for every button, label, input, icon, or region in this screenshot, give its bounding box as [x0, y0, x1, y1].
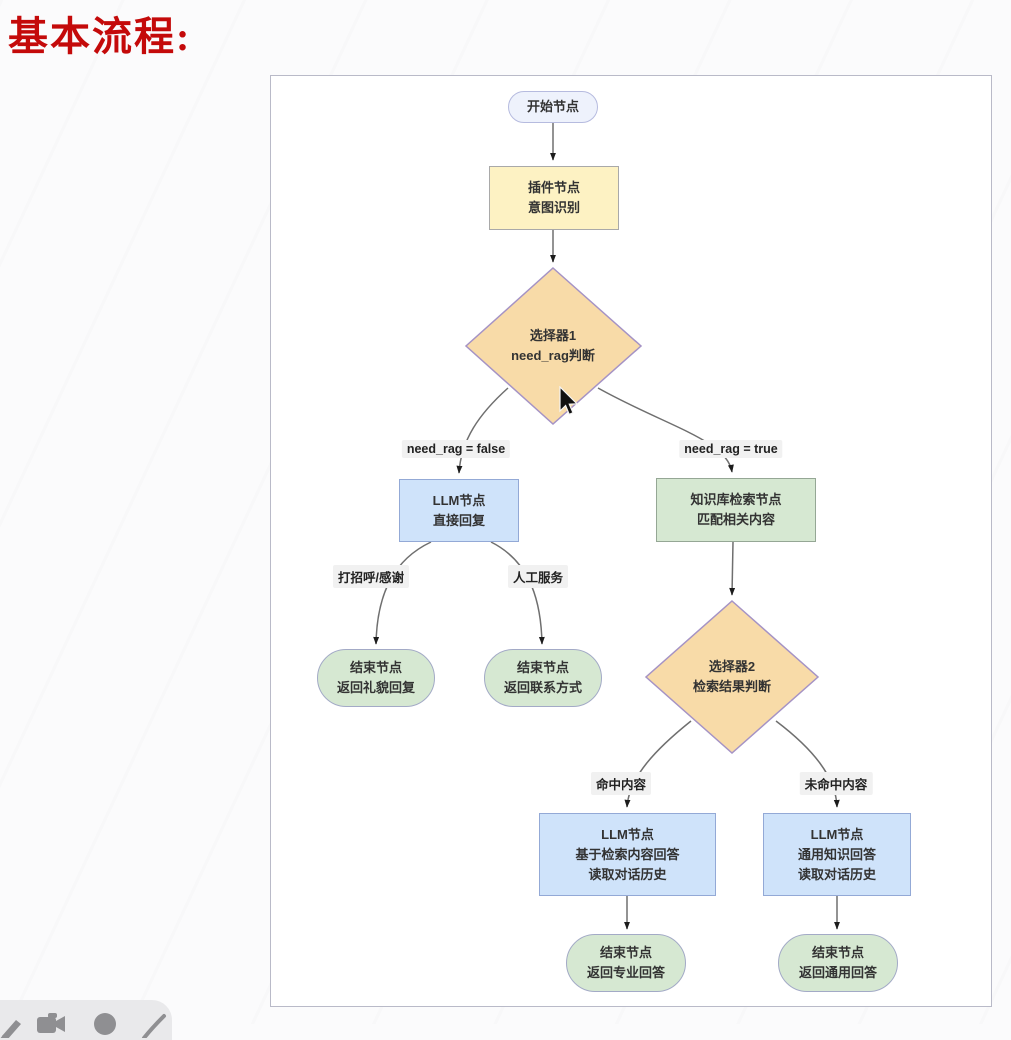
node-selector1-diamond	[464, 266, 643, 426]
node-selector2-diamond	[644, 599, 820, 755]
check-icon[interactable]	[138, 1008, 168, 1038]
node-llm-rag: LLM节点 基于检索内容回答 读取对话历史	[539, 813, 716, 896]
node-label: 直接回复	[432, 512, 485, 528]
node-start: 开始节点	[508, 91, 598, 123]
node-llm-direct: LLM节点 直接回复	[399, 479, 519, 542]
node-label: 知识库检索节点	[690, 492, 782, 507]
node-label: 返回通用回答	[798, 965, 877, 980]
node-end-pro: 结束节点 返回专业回答	[566, 934, 686, 992]
edge-kb-selector2	[729, 541, 736, 596]
node-end-polite: 结束节点 返回礼貌回复	[317, 649, 435, 707]
camera-icon[interactable]	[36, 1008, 66, 1038]
node-label: 通用知识回答	[797, 846, 876, 862]
flowchart-canvas: 开始节点 插件节点 意图识别 选择器1 need_rag判断 LLM节点 直接回…	[270, 75, 992, 1007]
edge-llm-direct-end-contact	[490, 541, 545, 645]
edge-label-hit: 命中内容	[590, 772, 652, 795]
node-label: 结束节点	[349, 660, 402, 675]
node-label: LLM节点	[601, 826, 654, 842]
node-label: 返回专业回答	[586, 965, 665, 980]
page-title: 基本流程:	[8, 14, 192, 59]
node-label: 开始节点	[526, 99, 579, 114]
node-label: 读取对话历史	[588, 866, 667, 882]
edge-selector2-llm-general	[775, 720, 840, 808]
node-label: 返回联系方式	[503, 680, 582, 695]
node-label: 检索结果判断	[692, 679, 771, 694]
node-label: 插件节点	[527, 180, 580, 195]
edge-selector1-llm-direct	[456, 387, 509, 474]
node-label: 结束节点	[811, 945, 864, 960]
node-label: 意图识别	[527, 200, 580, 215]
node-plugin: 插件节点 意图识别	[489, 166, 619, 230]
mouse-cursor	[559, 386, 578, 416]
edge-selector2-llm-rag	[624, 720, 692, 808]
floating-toolbar	[0, 1000, 172, 1040]
node-selector1-label: 选择器1 need_rag判断	[467, 322, 639, 370]
node-label: LLM节点	[432, 492, 486, 508]
node-llm-general: LLM节点 通用知识回答 读取对话历史	[763, 813, 911, 896]
edge-label-miss: 未命中内容	[799, 772, 873, 795]
edge-llm-direct-end-polite	[373, 541, 432, 645]
node-label: 选择器2	[708, 659, 756, 674]
node-selector2-label: 选择器2 检索结果判断	[646, 653, 818, 701]
node-label: LLM节点	[810, 826, 864, 842]
node-label: 返回礼貌回复	[336, 680, 415, 695]
node-label: 匹配相关内容	[696, 512, 775, 527]
node-label: 结束节点	[516, 660, 569, 675]
mic-icon[interactable]	[90, 1008, 120, 1038]
node-label: 基于检索内容回答	[575, 846, 680, 862]
edge-selector1-kb	[597, 387, 734, 473]
node-end-general: 结束节点 返回通用回答	[778, 934, 898, 992]
node-label: need_rag判断	[511, 348, 595, 363]
edge-label-need-rag-true: need_rag = true	[679, 440, 783, 458]
pen-icon[interactable]	[0, 1008, 24, 1038]
edge-label-need-rag-false: need_rag = false	[401, 440, 511, 458]
node-end-contact: 结束节点 返回联系方式	[484, 649, 602, 707]
node-label: 结束节点	[599, 945, 652, 960]
node-label: 读取对话历史	[797, 866, 876, 882]
edge-label-human-service: 人工服务	[507, 565, 569, 588]
node-kb-search: 知识库检索节点 匹配相关内容	[656, 478, 816, 542]
node-label: 选择器1	[529, 328, 577, 343]
edge-label-greeting: 打招呼/感谢	[333, 565, 409, 588]
flowchart-edges-layer	[373, 123, 840, 930]
